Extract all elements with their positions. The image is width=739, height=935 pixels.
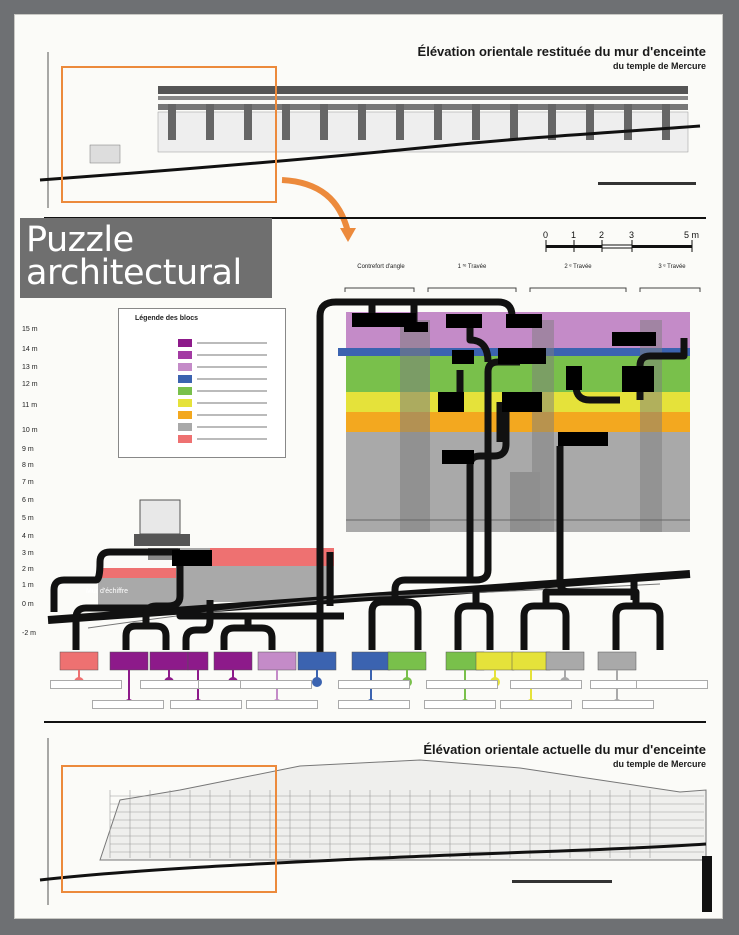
- y-axis-label: 0 m: [22, 601, 34, 608]
- block-label-box: [50, 680, 122, 689]
- legend-swatch: [178, 423, 192, 431]
- y-axis-label: 1 m: [22, 582, 34, 589]
- block-label-box: [424, 700, 496, 709]
- y-axis-label: 5 m: [22, 515, 34, 522]
- puzzle-title-line2: architectural: [26, 253, 242, 293]
- block-label-box: [240, 680, 312, 689]
- bottom-block: [597, 651, 637, 671]
- top-subtitle: du temple de Mercure: [612, 61, 706, 71]
- bottom-block: [257, 651, 297, 671]
- scale-1: 1: [571, 230, 577, 240]
- bottom-subtitle: du temple de Mercure: [612, 759, 706, 769]
- y-axis-label: 2 m: [22, 566, 34, 573]
- bottom-title: Élévation orientale actuelle du mur d'en…: [423, 742, 706, 757]
- legend-entry-line: [197, 438, 267, 440]
- bottom-block: [149, 651, 189, 671]
- bay-3: 3 ᵉ Travée: [658, 264, 686, 270]
- legend-entry-line: [197, 402, 267, 404]
- y-axis-label: 8 m: [22, 462, 34, 469]
- bay-2: 2 ᵉ Travée: [564, 264, 592, 270]
- scale-0: 0: [543, 230, 549, 240]
- legend-entry-line: [197, 378, 267, 380]
- block-label-box: [582, 700, 654, 709]
- legend-swatch: [178, 387, 192, 395]
- y-axis-label: 6 m: [22, 497, 34, 504]
- y-axis-label: 11 m: [22, 402, 38, 409]
- legend-entry-line: [197, 354, 267, 356]
- bottom-block: [187, 651, 209, 671]
- bottom-elevation: [39, 738, 712, 912]
- block-label-box: [92, 700, 164, 709]
- bottom-block: [545, 651, 585, 671]
- bottom-block: [297, 651, 337, 671]
- y-axis-label: 14 m: [22, 346, 38, 353]
- y-axis-label: 4 m: [22, 533, 34, 540]
- orange-highlight-frame-top: [61, 66, 277, 203]
- legend-entry-line: [197, 342, 267, 344]
- block-label-box: [510, 680, 582, 689]
- block-label-box: [636, 680, 708, 689]
- puzzle-title-box: Puzzle architectural: [20, 218, 272, 298]
- legend-entry-line: [197, 414, 267, 416]
- y-axis-label: 15 m: [22, 326, 38, 333]
- bottom-block: [387, 651, 427, 671]
- y-axis-label: 3 m: [22, 550, 34, 557]
- block-label-box: [338, 700, 410, 709]
- y-axis-label: 7 m: [22, 479, 34, 486]
- block-label-box: [500, 700, 572, 709]
- y-axis-label: 10 m: [22, 427, 38, 434]
- legend-swatch: [178, 411, 192, 419]
- wall-label: Mur d'échiffre: [86, 588, 129, 595]
- y-axis-label: 9 m: [22, 446, 34, 453]
- bottom-block: [511, 651, 551, 671]
- top-elevation: [39, 52, 706, 242]
- legend-swatch: [178, 375, 192, 383]
- bay-1: 1 ʳᵉ Travée: [457, 264, 487, 270]
- legend-entry-line: [197, 366, 267, 368]
- bottom-block: [213, 651, 253, 671]
- block-label-box: [246, 700, 318, 709]
- orange-highlight-frame-bottom: [61, 765, 277, 893]
- scale-3: 3: [629, 230, 635, 240]
- block-marker: [312, 677, 322, 687]
- legend-entry-line: [197, 426, 267, 428]
- callout-blocks: [172, 313, 656, 566]
- legend-title: Légende des blocs: [135, 315, 199, 322]
- bottom-block: [475, 651, 515, 671]
- block-label-box: [338, 680, 410, 689]
- top-title: Élévation orientale restituée du mur d'e…: [417, 44, 706, 59]
- y-axis-label: 12 m: [22, 381, 38, 388]
- block-label-box: [170, 700, 242, 709]
- legend-entry-line: [197, 390, 267, 392]
- bottom-block: [351, 651, 391, 671]
- puzzle-title-line1: Puzzle: [26, 220, 134, 260]
- scale-bar: [545, 240, 693, 252]
- legend: Légende des blocs: [118, 308, 286, 458]
- legend-swatch: [178, 363, 192, 371]
- bottom-block: [109, 651, 149, 671]
- connector-tree: [50, 298, 688, 652]
- y-axis-label: -2 m: [22, 630, 36, 637]
- legend-swatch: [178, 339, 192, 347]
- scale-2: 2: [599, 230, 605, 240]
- legend-swatch: [178, 435, 192, 443]
- bay-corner-buttress: Contrefort d'angle: [357, 264, 405, 270]
- block-label-box: [426, 680, 498, 689]
- bottom-block: [59, 651, 99, 671]
- scale-5m: 5 m: [684, 230, 700, 240]
- y-axis-label: 13 m: [22, 364, 38, 371]
- legend-swatch: [178, 399, 192, 407]
- legend-swatch: [178, 351, 192, 359]
- orange-arrow: [281, 177, 351, 233]
